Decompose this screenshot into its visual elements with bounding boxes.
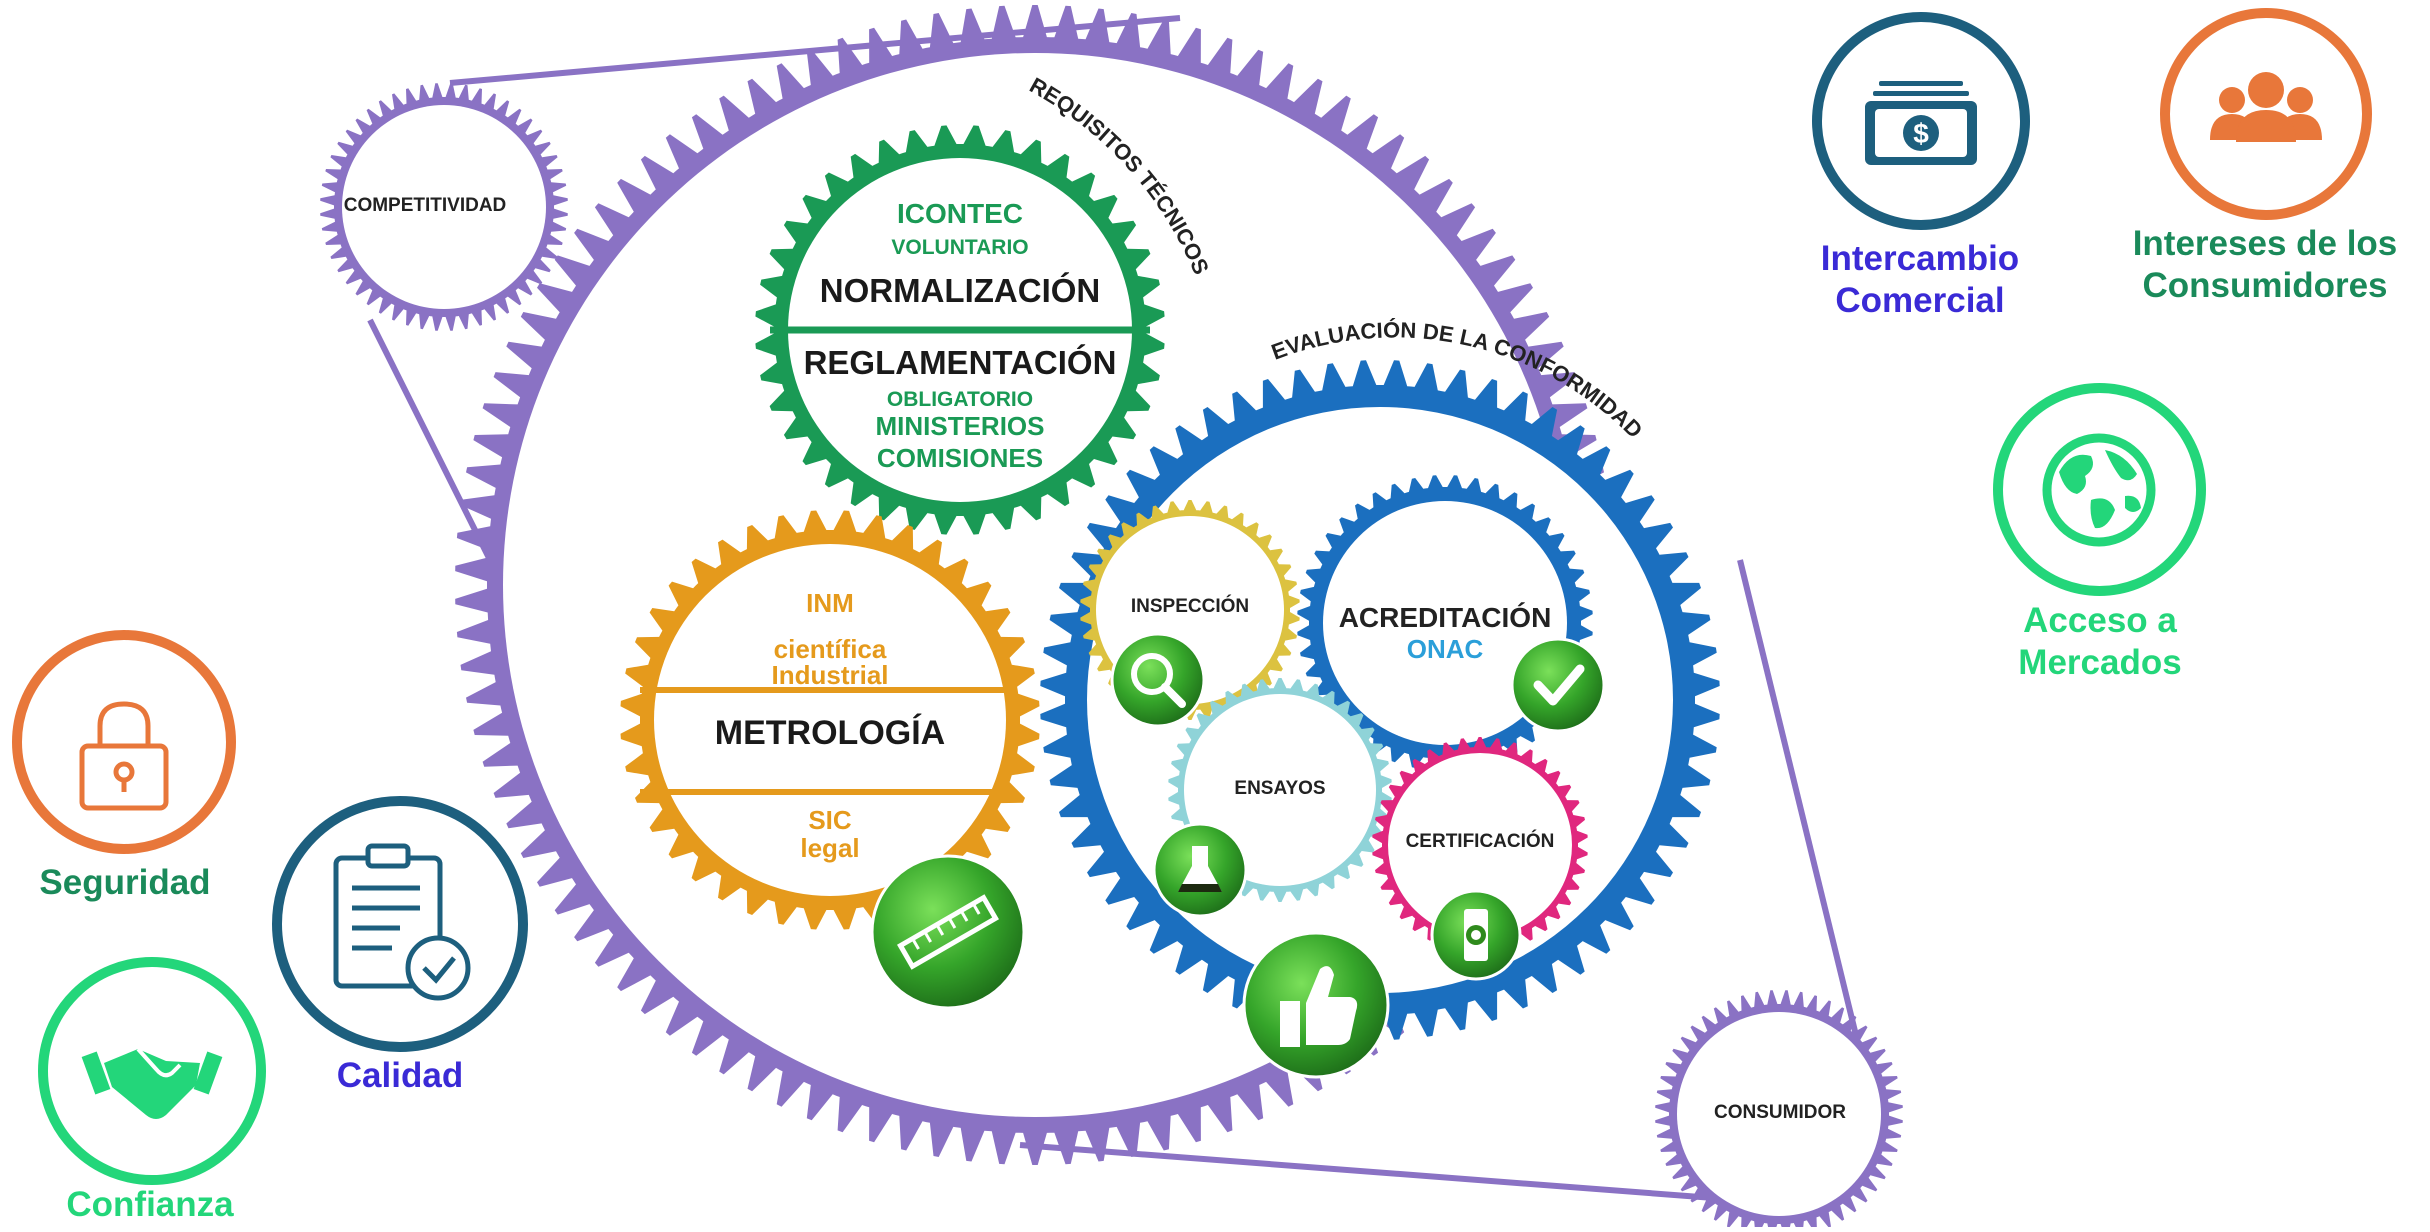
seguridad-ring	[12, 630, 236, 854]
ensayos-label: ENSAYOS	[1234, 778, 1326, 799]
consumidor-label: CONSUMIDOR	[1714, 1102, 1846, 1123]
voluntario-label: VOLUNTARIO	[891, 236, 1029, 259]
certificacion-gear	[1372, 737, 1588, 953]
magnifier-icon-disc	[1110, 632, 1206, 728]
comisiones-label: COMISIONES	[876, 443, 1044, 473]
cientifica-label: científica	[773, 634, 887, 664]
competitividad-gear	[320, 83, 568, 331]
industrial-label: Industrial	[771, 660, 889, 690]
check-icon-disc	[1510, 637, 1606, 733]
consumidor-gear	[1655, 990, 1903, 1232]
intereses-line2: Consumidores	[2142, 266, 2388, 305]
intercambio-ring	[1812, 12, 2030, 230]
acceso-line1: Acceso a	[2023, 601, 2177, 640]
belt-line-right	[1737, 559, 1865, 1061]
flask-icon	[1152, 822, 1248, 918]
seguridad-caption: Seguridad	[39, 863, 211, 902]
intereses-caption: Intereses de los Consumidores	[2110, 223, 2420, 307]
metrologia-title: METROLOGÍA	[714, 714, 946, 752]
metrologia-gear	[620, 510, 1040, 930]
competitividad-gear-face	[342, 105, 546, 309]
intereses-line1: Intereses de los	[2132, 224, 2398, 263]
competitividad-label: COMPETITIVIDAD	[343, 195, 507, 216]
inspeccion-label: INSPECCIÓN	[1130, 596, 1250, 617]
metrologia-gear-face	[654, 544, 1006, 896]
ruler-icon-disc	[870, 854, 1026, 1010]
calidad-caption: Calidad	[336, 1056, 464, 1095]
confianza-caption: Confianza	[66, 1185, 234, 1224]
certificacion-label: CERTIFICACIÓN	[1405, 831, 1555, 852]
thumbs-up-icon	[1242, 931, 1390, 1079]
acreditacion-gear	[1297, 475, 1593, 771]
check-icon	[1510, 637, 1606, 733]
calidad-ring	[272, 796, 528, 1052]
consumidor-gear-face	[1677, 1012, 1881, 1216]
intercambio-line1: Intercambio	[1820, 239, 2020, 278]
intercambio-line2: Comercial	[1835, 281, 2005, 320]
acreditacion-label: ACREDITACIÓN	[1338, 602, 1552, 633]
belt-line-bottom	[1019, 1142, 1741, 1203]
intereses-ring	[2160, 8, 2372, 220]
certificacion-gear-face	[1388, 753, 1572, 937]
intercambio-caption: Intercambio Comercial	[1760, 238, 2080, 322]
icontec-label: ICONTEC	[897, 198, 1023, 229]
acreditacion-gear-face	[1323, 501, 1567, 745]
certificate-icon	[1430, 889, 1522, 981]
reglamentacion-title: REGLAMENTACIÓN	[803, 344, 1117, 381]
acceso-line2: Mercados	[2018, 643, 2182, 682]
onac-label: ONAC	[1406, 634, 1484, 664]
obligatorio-label: OBLIGATORIO	[886, 388, 1034, 411]
acceso-caption: Acceso a Mercados	[1950, 600, 2250, 684]
ministerios-label: MINISTERIOS	[875, 411, 1045, 441]
legal-label: legal	[800, 833, 860, 863]
normalizacion-title: NORMALIZACIÓN	[819, 272, 1101, 309]
confianza-ring	[38, 957, 266, 1185]
acceso-ring	[1993, 383, 2206, 596]
inm-label: INM	[806, 588, 854, 618]
ruler-icon	[870, 854, 1026, 1010]
magnifier-icon	[1110, 632, 1206, 728]
sic-label: SIC	[808, 805, 852, 835]
